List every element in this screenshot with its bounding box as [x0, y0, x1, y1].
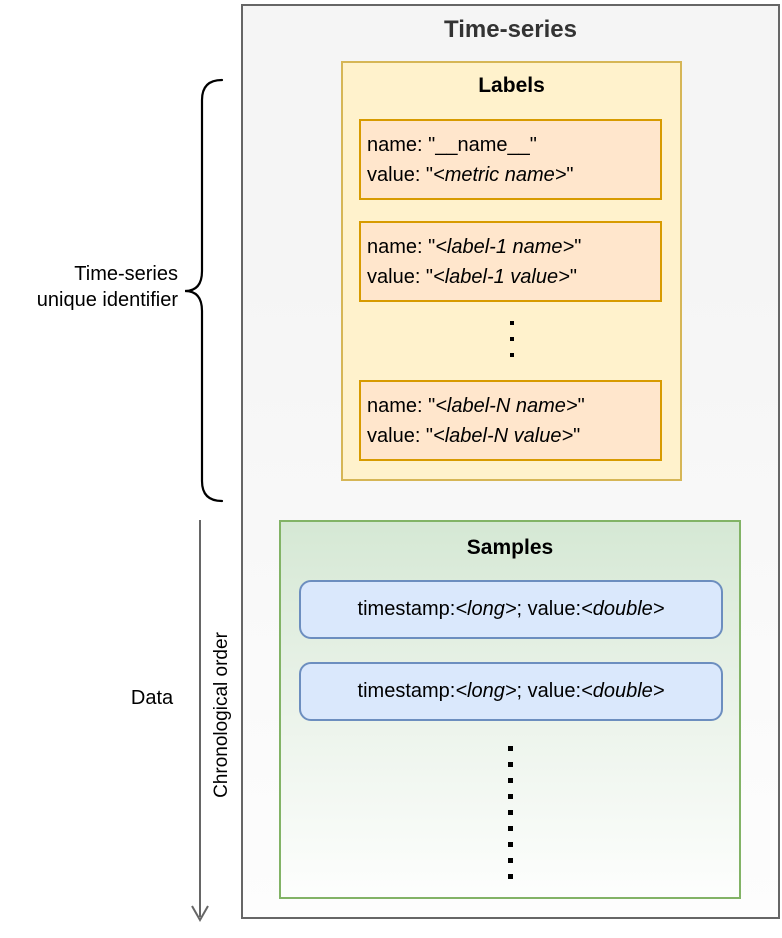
curly-brace: [184, 78, 224, 503]
vertical-ellipsis: [279, 746, 741, 879]
label-item: name: "<label-N name>" value: "<label-N …: [359, 380, 662, 461]
label-value-line: value: "<label-1 value>": [367, 265, 577, 288]
identifier-label: Time-series unique identifier: [36, 263, 178, 311]
label-name-line: name: "<label-1 name>": [367, 235, 582, 258]
label-name-line: name: "<label-N name>": [367, 394, 585, 417]
samples-title: Samples: [466, 536, 554, 559]
vertical-ellipsis: [341, 321, 682, 357]
label-item: name: "<label-1 name>" value: "<label-1 …: [359, 221, 662, 302]
chronological-order-label: Chronological order: [211, 632, 232, 798]
label-value-line: value: "<label-N value>": [367, 424, 581, 447]
label-item: name: "__name__" value: "<metric name>": [359, 119, 662, 200]
timeseries-title: Time-series: [444, 16, 577, 43]
sample-row: timestamp: <long>; value: <double>: [299, 662, 723, 721]
data-label: Data: [130, 687, 174, 709]
labels-title: Labels: [478, 74, 545, 97]
label-name-line: name: "__name__": [367, 133, 537, 156]
chronological-arrow-icon: [191, 520, 209, 923]
sample-row: timestamp: <long>; value: <double>: [299, 580, 723, 639]
label-value-line: value: "<metric name>": [367, 163, 574, 186]
